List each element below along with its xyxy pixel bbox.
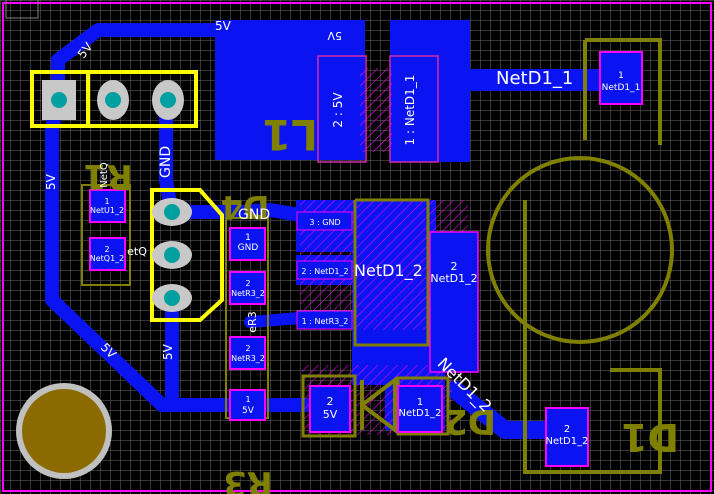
pad-r3-5v[interactable]	[229, 389, 266, 421]
net-label-netd1-2: NetD1_2	[354, 261, 423, 281]
designator-l1: L1	[262, 110, 318, 159]
pad-num-gnd-small: 1	[245, 233, 251, 243]
pad-r1-2[interactable]	[89, 237, 126, 271]
pad-label-q1-1: 1 : NetR3_2	[302, 317, 349, 326]
pad-num-d1-2: 2	[564, 424, 570, 435]
pad-net-r1-2: NetQ1_2	[90, 254, 125, 263]
pad-num-d2-1: 1	[417, 397, 423, 408]
pads-layer	[89, 51, 643, 467]
pad-r3-2b[interactable]	[229, 336, 266, 370]
designator-r1: R1	[83, 156, 133, 196]
pad-q1-2[interactable]	[296, 260, 353, 280]
pad-d1-1[interactable]	[599, 51, 643, 105]
r1-side-label: etQ	[127, 245, 147, 258]
pad-num-r3-2a: 2	[245, 279, 250, 288]
net-label-top-5v: 5V	[215, 19, 232, 33]
pad-label-q1-2: 2 : NetD1_2	[301, 267, 348, 276]
pad-net-r3-2b: NetR3_2	[231, 354, 265, 363]
pad-q1-3[interactable]	[296, 211, 353, 231]
pad-net-r3-5v: 5V	[242, 406, 255, 416]
designator-d2: D2	[444, 401, 496, 441]
pad-num-big: 2	[451, 260, 458, 273]
pad-num-r1-1: 1	[104, 197, 109, 206]
pad-net-d2-2: 5V	[323, 408, 338, 421]
corner-marker	[5, 0, 39, 19]
pad-num-r1-2: 2	[104, 245, 109, 254]
trace-netd1-2-diag[interactable]	[446, 381, 564, 439]
pad-net-d2-1: NetD1_2	[399, 408, 442, 419]
designator-d1: D1	[621, 415, 679, 459]
pad-label-l1-1: 1 : NetD1_1	[403, 75, 417, 146]
net-label-netd1-1: NetD1_1	[496, 68, 573, 89]
pad-r3-2a[interactable]	[229, 271, 266, 305]
pad-q1-1[interactable]	[296, 310, 353, 330]
net-label-left-5v: 5V	[44, 173, 58, 190]
pad-num-d2-2: 2	[327, 395, 334, 408]
pad-gnd-small[interactable]	[229, 227, 266, 261]
trace-netr3-2[interactable]	[244, 312, 306, 328]
pad-num-d1-1: 1	[618, 71, 624, 81]
trace-5v-top[interactable]	[51, 23, 232, 105]
net-label-mid-5v: 5V	[161, 343, 175, 360]
pad-l1-2[interactable]	[317, 55, 367, 163]
net-label-vreg-5v: 5V	[327, 29, 342, 42]
pad-num-r3-5v: 1	[245, 395, 250, 404]
pad-net-r1-1: NetU1_2	[90, 206, 124, 215]
pad-d2-2[interactable]	[309, 385, 351, 433]
header-q1-to92	[150, 188, 224, 322]
trace-gnd-q1[interactable]	[165, 203, 307, 222]
pour-l1-netd1[interactable]	[390, 20, 470, 162]
pad-net-d1-2: NetD1_2	[546, 436, 589, 447]
d1-body-outline	[486, 156, 674, 344]
r1-mirror-label: NetQ	[99, 162, 110, 188]
pad-l1-1[interactable]	[389, 55, 439, 163]
pad-num-r3-2b: 2	[245, 344, 250, 353]
r3-side-label: eR3	[246, 311, 259, 332]
pad-big-netd1-2[interactable]	[429, 231, 479, 373]
silkscreen-olive	[81, 38, 674, 474]
mounting-hole[interactable]	[16, 383, 112, 479]
drill-j1-1	[51, 92, 67, 108]
pad-net-d1-1: NetD1_1	[602, 83, 641, 93]
pad-net-gnd-small: GND	[238, 243, 259, 253]
pad-d1-2[interactable]	[545, 407, 589, 467]
designator-r3: R3	[223, 463, 273, 494]
pad-net-big: NetD1_2	[430, 272, 477, 285]
designator-d4: D4	[221, 188, 270, 226]
pad-label-l1-2: 2 : 5V	[331, 92, 345, 128]
net-label-gnd-vert: GND	[158, 146, 174, 178]
net-label-gnd-d4: GND	[238, 207, 270, 223]
pad-net-r3-2a: NetR3_2	[231, 289, 265, 298]
header-j1	[30, 70, 198, 128]
pad-r1-1[interactable]	[89, 189, 126, 223]
pad-label-q1-3: 3 : GND	[309, 218, 340, 227]
pour-l1-5v[interactable]	[215, 20, 365, 160]
pad-d2-1[interactable]	[397, 385, 443, 433]
